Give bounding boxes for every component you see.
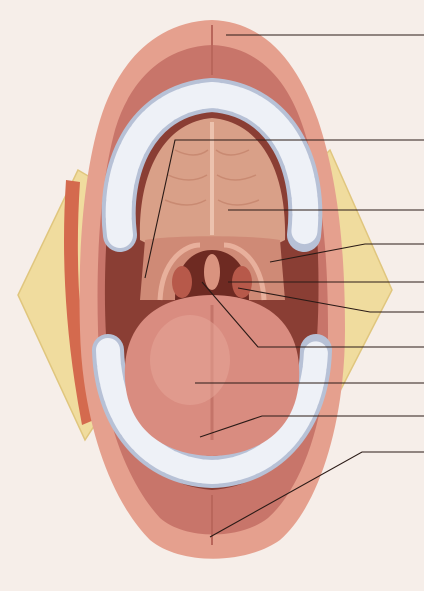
tongue-highlight: [150, 315, 230, 405]
uvula-shape: [204, 254, 220, 290]
left-tonsil: [172, 266, 192, 298]
